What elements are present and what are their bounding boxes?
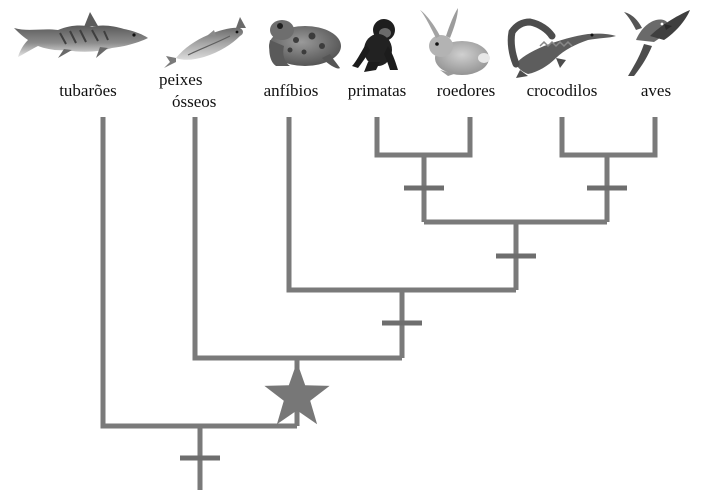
clade-vertebrates [103,117,297,426]
taxon-label-tubaroes: tubarões [59,81,117,100]
rabbit-icon [420,8,490,76]
parrot-icon [624,10,690,76]
fish-icon [164,17,246,68]
toad-icon [269,20,341,69]
taxon-label-roedores: roedores [437,81,496,100]
clade-tetrapods [289,117,516,290]
taxon-label-peixes-line1: peixes [159,70,202,89]
taxon-label-aves: aves [641,81,671,100]
taxon-label-primatas: primatas [348,81,407,100]
chimpanzee-icon [352,19,398,72]
clade-crocodilos-aves [562,117,655,155]
clade-primatas-roedores [377,117,470,155]
taxon-label-peixes-line2: ósseos [172,92,216,111]
crocodile-icon [511,22,616,78]
shark-icon [14,12,148,58]
taxon-label-anfibios: anfíbios [264,81,319,100]
taxon-label-crocodilos: crocodilos [527,81,598,100]
clade-bony-vertebrates [195,117,402,358]
